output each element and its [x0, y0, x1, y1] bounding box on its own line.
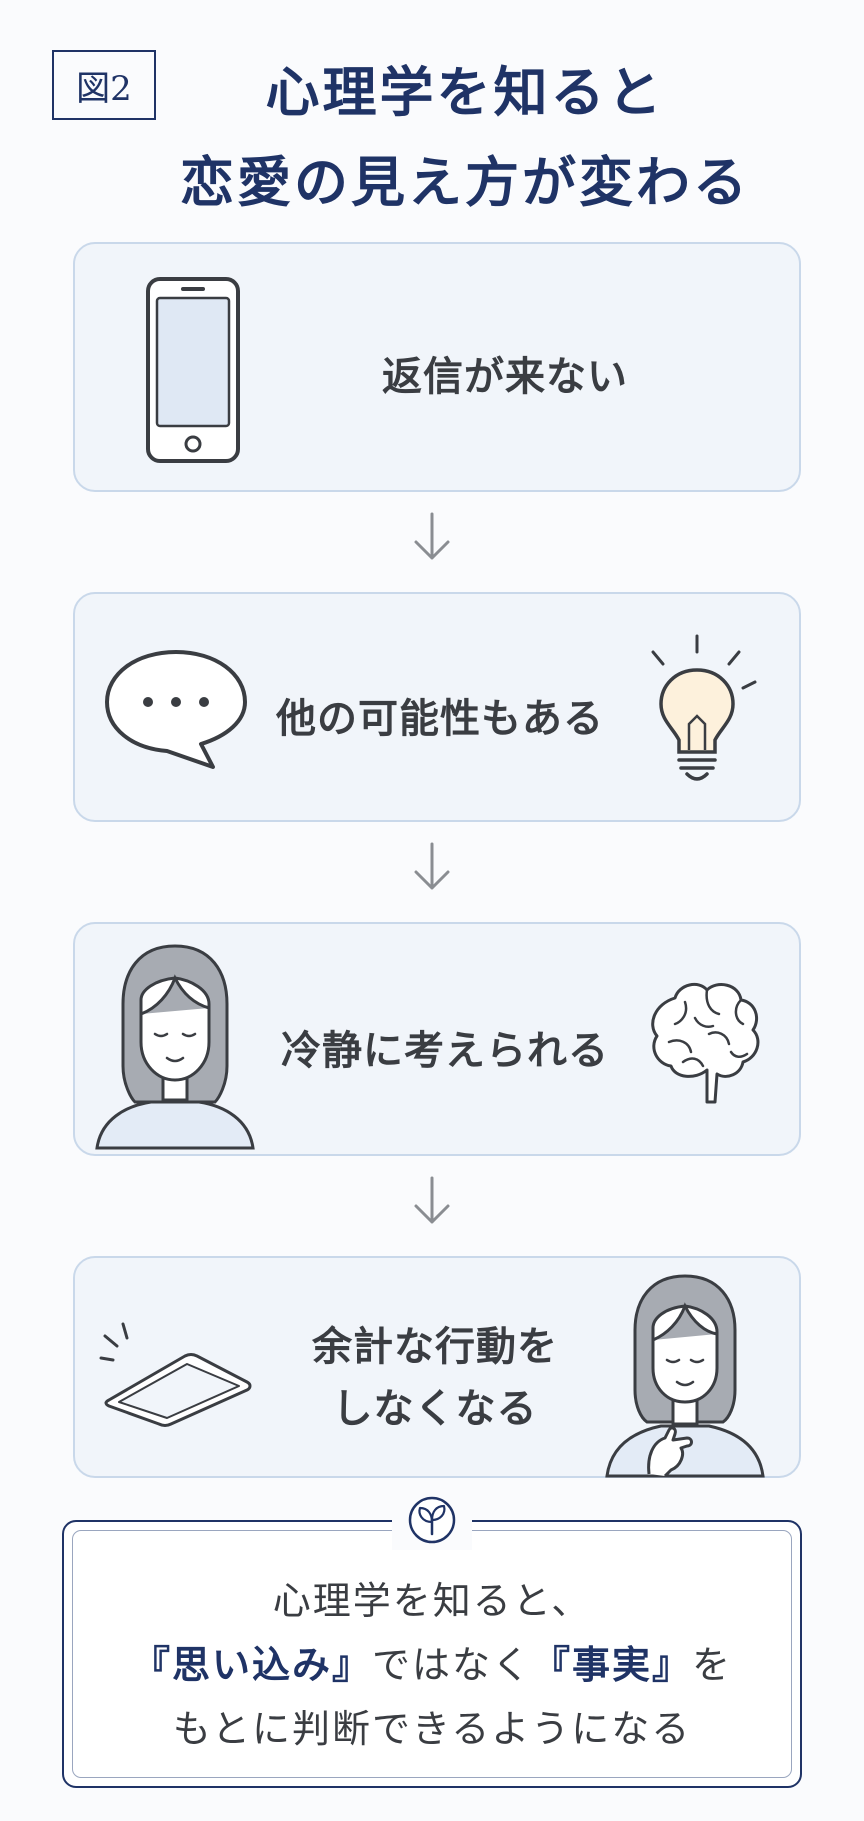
summary-box: 心理学を知ると、 『思い込み』ではなく『事実』を もとに判断できるようになる — [62, 1520, 802, 1788]
arrow-down-icon — [414, 842, 450, 890]
summary-line-1: 心理学を知ると、 — [272, 1579, 592, 1623]
figure-label: 図2 — [52, 50, 156, 120]
summary-line-2: 『思い込み』ではなく『事実』を — [64, 1634, 800, 1689]
step-card-1: 返信が来ない — [73, 242, 801, 492]
smartphone-icon — [146, 277, 240, 463]
title-line-2: 恋愛の見え方が変わる — [180, 150, 750, 214]
summary-line-2-post: を — [692, 1643, 733, 1687]
speech-bubble-icon — [105, 650, 247, 769]
relieved-woman-icon — [605, 1274, 765, 1478]
step-1-text: 返信が来ない — [382, 354, 628, 400]
phone-face-down-icon — [99, 1322, 252, 1427]
summary-line-3: もとに判断できるようになる — [172, 1707, 692, 1751]
brain-icon — [651, 982, 760, 1104]
lightbulb-icon — [651, 634, 757, 781]
step-4-text-line-2: しなくなる — [332, 1386, 538, 1432]
step-card-2: 他の可能性もある — [73, 592, 801, 822]
sprout-icon — [408, 1496, 456, 1544]
step-3-text: 冷静に考えられる — [281, 1028, 609, 1074]
summary-badge — [392, 1490, 472, 1550]
summary-highlight-assumption: 『思い込み』 — [131, 1642, 372, 1687]
summary-line-2-mid: ではなく — [371, 1643, 532, 1687]
arrow-down-icon — [414, 512, 450, 560]
calm-woman-icon — [95, 944, 255, 1150]
title-line-1: 心理学を知ると — [265, 60, 665, 124]
step-4-text-line-1: 余計な行動を — [312, 1324, 558, 1370]
summary-highlight-fact: 『事実』 — [532, 1642, 693, 1687]
step-2-text: 他の可能性もある — [276, 696, 604, 742]
step-card-3: 冷静に考えられる — [73, 922, 801, 1156]
arrow-down-icon — [414, 1176, 450, 1224]
step-card-4: 余計な行動を しなくなる — [73, 1256, 801, 1478]
